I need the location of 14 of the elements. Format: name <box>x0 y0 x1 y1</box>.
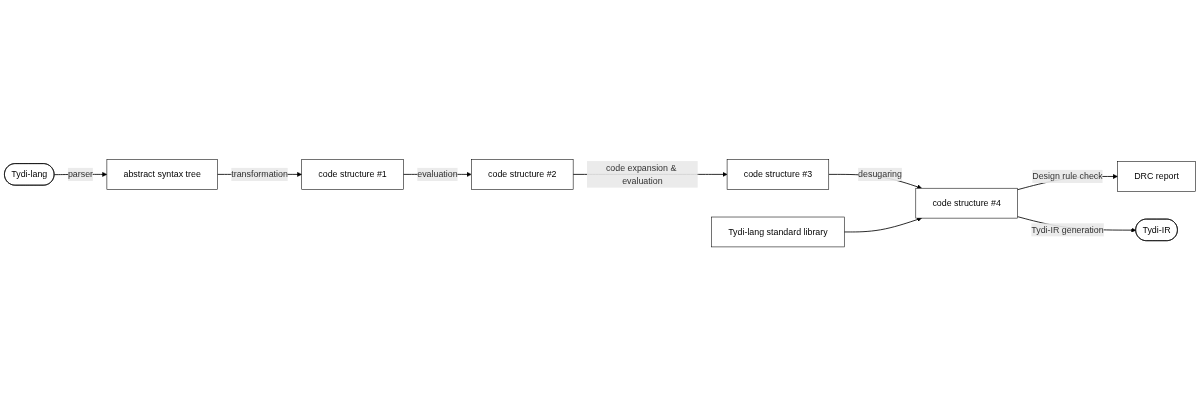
edge-label: parser <box>67 169 94 180</box>
node-box: code structure #2 <box>471 159 574 190</box>
node-box: Tydi-lang standard library <box>711 217 845 248</box>
edge-label: evaluation <box>417 169 458 180</box>
node-box: code structure #1 <box>301 159 404 190</box>
node-box: code structure #3 <box>726 159 830 190</box>
edge-label: Tydi-IR generation <box>1031 225 1104 235</box>
node-box: DRC report <box>1117 161 1196 192</box>
node-box: abstract syntax tree <box>106 159 218 190</box>
node-box: code structure #4 <box>915 188 1018 219</box>
edge-label: code expansion & evaluation <box>605 163 677 186</box>
edge-label: desugaring <box>858 169 902 180</box>
edge-label: transformation <box>231 169 288 180</box>
edge-label: Design rule check <box>1032 171 1103 182</box>
